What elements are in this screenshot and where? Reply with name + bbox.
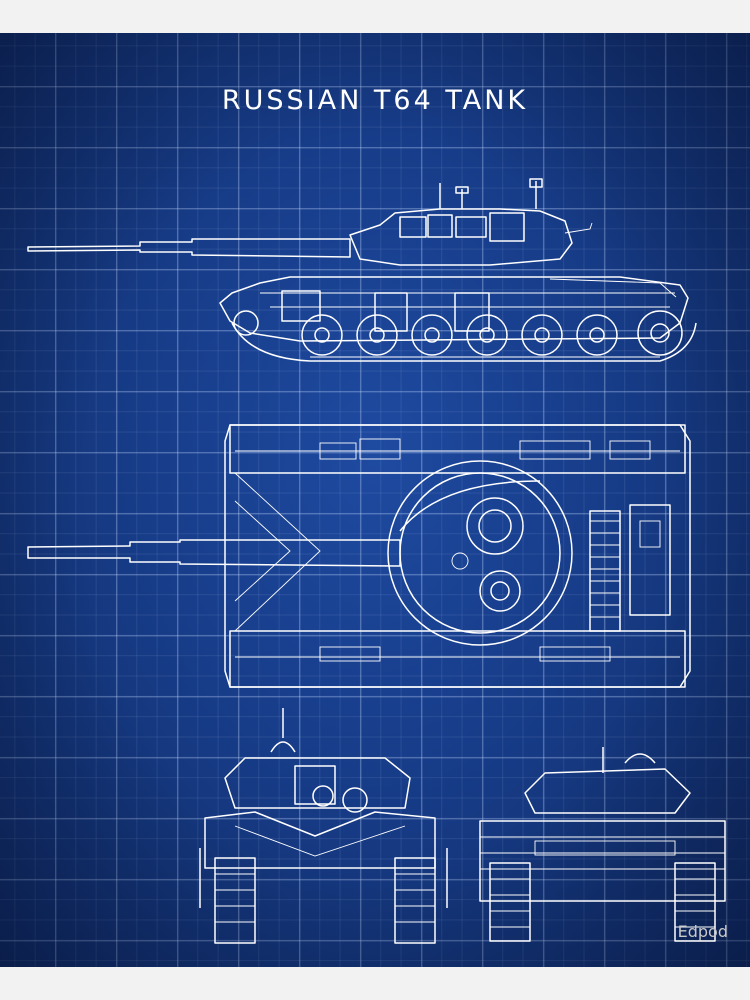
poster-title: RUSSIAN T64 TANK — [221, 85, 529, 116]
tank-side-view — [20, 173, 710, 368]
tank-rear-view — [475, 733, 735, 948]
blueprint-poster: RUSSIAN T64 TANK — [0, 33, 750, 967]
artist-watermark: Edpod — [677, 922, 728, 941]
tank-front-view — [195, 708, 455, 948]
tank-top-view — [20, 421, 710, 691]
